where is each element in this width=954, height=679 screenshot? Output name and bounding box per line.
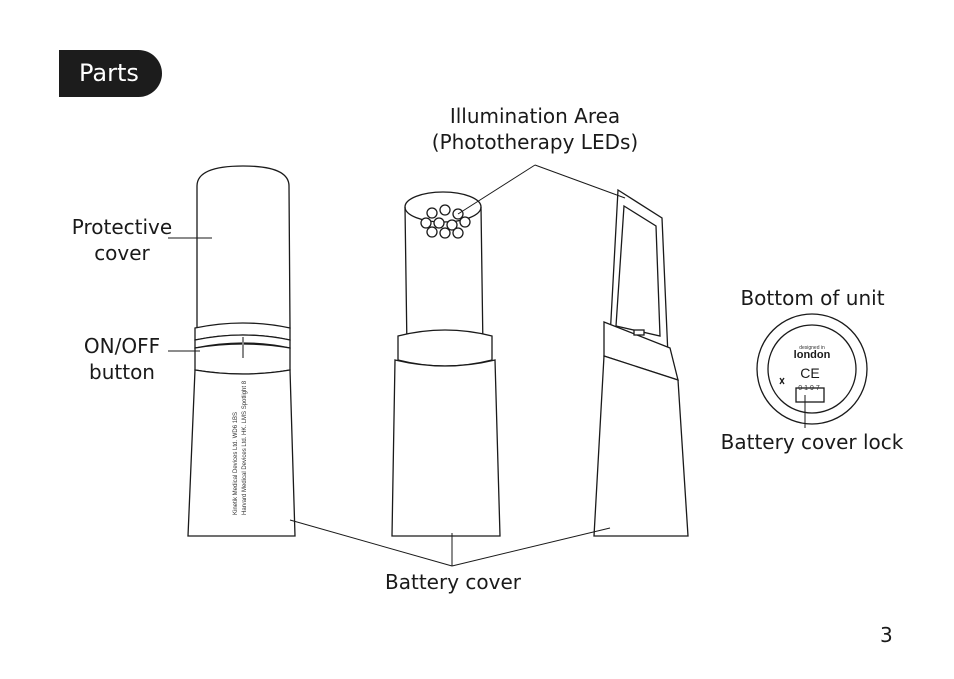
- label-illumination-line1: Illumination Area: [449, 104, 621, 128]
- label-battery-cover: Battery cover: [385, 570, 521, 594]
- label-protective-cover-line1: Protective: [71, 215, 173, 239]
- badge-brand-small: designed in: [799, 345, 825, 351]
- device-side-text-line2: Harvard Medical Devices Ltd. HK. LMS Spo…: [242, 380, 248, 515]
- label-on-off-line1: ON/OFF: [83, 334, 161, 358]
- device-open: [391, 191, 501, 537]
- label-bottom-of-unit: Bottom of unit: [740, 286, 885, 310]
- label-illumination-line2: (Phototherapy LEDs): [431, 130, 639, 154]
- bottom-badge-graphic: [756, 313, 868, 425]
- label-protective-cover: Protective cover: [62, 214, 182, 266]
- led-cluster: [420, 204, 471, 239]
- section-title-tab: Parts: [59, 50, 162, 97]
- label-illumination-area: Illumination Area (Phototherapy LEDs): [430, 103, 640, 155]
- badge-brand: london: [794, 349, 831, 361]
- leader-lines: [168, 164, 806, 567]
- badge-code: 0197: [798, 385, 822, 392]
- label-protective-cover-line2: cover: [94, 241, 150, 265]
- label-on-off-line2: button: [89, 360, 155, 384]
- label-on-off-button: ON/OFF button: [62, 333, 182, 385]
- device-side-text: Kinetik Medical Devices Ltd. WD6 1BS Har…: [233, 380, 248, 515]
- label-battery-cover-lock: Battery cover lock: [720, 430, 904, 454]
- device-closed: [187, 165, 296, 537]
- device-side-view: [593, 188, 689, 537]
- page-number: 3: [880, 623, 893, 647]
- badge-ce-mark: CE: [800, 365, 819, 381]
- device-side-text-line1: Kinetik Medical Devices Ltd. WD6 1BS: [233, 412, 239, 515]
